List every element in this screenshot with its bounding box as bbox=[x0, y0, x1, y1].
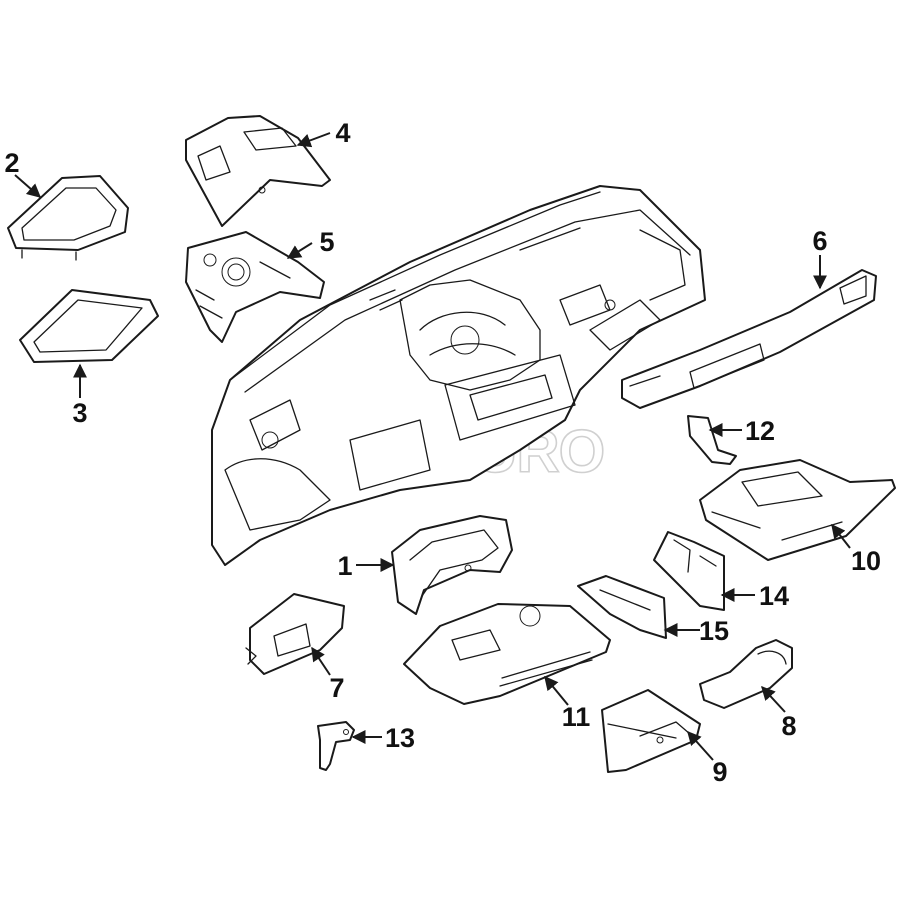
callout-12: 12 bbox=[745, 416, 775, 446]
dashboard-main-panel bbox=[211, 185, 706, 566]
part-4-upper-trim-cover bbox=[185, 115, 331, 227]
leader-8 bbox=[761, 685, 786, 713]
callout-1: 1 bbox=[337, 551, 352, 581]
callout-9: 9 bbox=[712, 757, 727, 787]
part-15-filler-strip bbox=[577, 575, 667, 639]
leader-2 bbox=[14, 174, 42, 198]
callout-2: 2 bbox=[4, 148, 19, 178]
leader-9 bbox=[687, 730, 714, 761]
callout-5: 5 bbox=[319, 227, 334, 257]
leader-lines bbox=[14, 132, 851, 761]
callout-labels: 1 2 3 4 5 6 7 8 9 10 11 12 13 14 15 bbox=[4, 118, 881, 787]
leader-4 bbox=[296, 132, 331, 148]
callout-13: 13 bbox=[385, 723, 415, 753]
callout-11: 11 bbox=[562, 702, 591, 732]
callout-15: 15 bbox=[699, 616, 729, 646]
callout-6: 6 bbox=[812, 226, 827, 256]
leader-5 bbox=[286, 242, 313, 259]
part-14-trim-strip bbox=[653, 531, 725, 611]
leader-7 bbox=[311, 646, 331, 676]
part-2-display-bezel bbox=[7, 175, 129, 261]
callout-4: 4 bbox=[335, 118, 350, 148]
leader-10 bbox=[831, 523, 851, 549]
callout-8: 8 bbox=[781, 711, 796, 741]
part-11-lower-center-panel bbox=[403, 603, 611, 705]
part-3-display-frame bbox=[19, 289, 159, 363]
part-6-right-trim-panel bbox=[621, 269, 877, 409]
part-10-lower-right-panel bbox=[699, 459, 896, 561]
part-9-glove-box bbox=[601, 689, 701, 773]
callout-14: 14 bbox=[759, 581, 789, 611]
callout-10: 10 bbox=[851, 546, 881, 576]
part-7-left-knee-panel bbox=[245, 593, 345, 675]
leader-11 bbox=[544, 675, 569, 706]
part-13-mount-bracket bbox=[317, 721, 355, 771]
part-5-center-bracket bbox=[185, 231, 325, 343]
part-8-column-trim bbox=[699, 639, 793, 709]
part-1-cluster-surround bbox=[391, 515, 513, 615]
callout-7: 7 bbox=[329, 673, 344, 703]
part-12-small-bracket bbox=[687, 415, 737, 465]
callout-3: 3 bbox=[72, 398, 87, 428]
